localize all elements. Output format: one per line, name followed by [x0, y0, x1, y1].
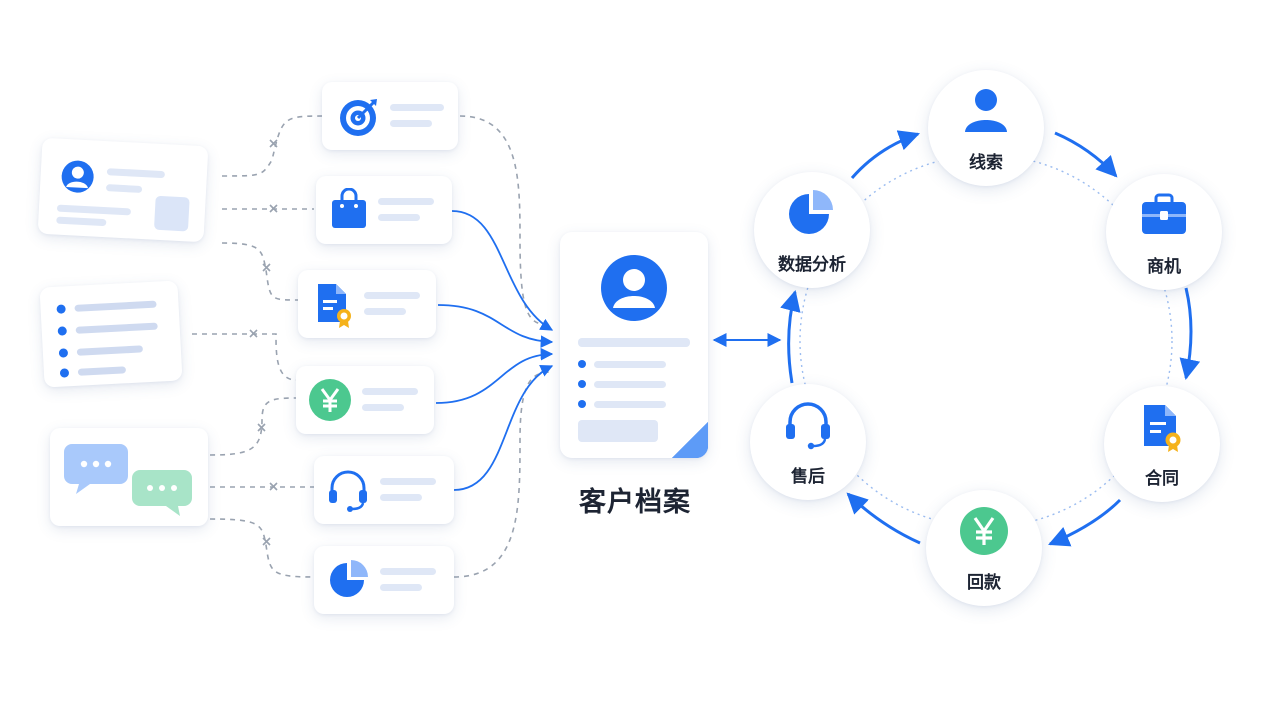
node-label: 线索: [969, 153, 1003, 173]
module-card-payment: [296, 366, 434, 434]
module-card-target: [322, 82, 458, 150]
source-card-chat: [50, 428, 208, 526]
chat-bubble-blue-icon: [64, 444, 128, 494]
cycle-node-contract: 合同: [1104, 386, 1220, 502]
user-avatar-icon: [601, 255, 667, 321]
module-card-analytics: [314, 546, 454, 614]
document-footer-block: [578, 420, 658, 442]
shopping-bag-icon: [332, 188, 366, 228]
node-label: 回款: [967, 573, 1001, 593]
contract-document-icon: [1144, 405, 1181, 452]
node-label: 合同: [1145, 469, 1179, 489]
contract-document-icon: [318, 284, 351, 328]
cycle-node-clue: 线索: [928, 70, 1044, 186]
node-label: 售后: [791, 467, 825, 487]
chat-bubble-green-icon: [132, 470, 192, 516]
photo-placeholder: [153, 195, 190, 232]
module-card-bag: [316, 176, 452, 244]
page-curl-icon: [672, 422, 708, 458]
headset-icon: [786, 402, 830, 450]
cycle-node-payment: 回款: [926, 490, 1042, 606]
dashed-source-lines: [192, 115, 553, 578]
customer-profile-document: [560, 232, 708, 458]
source-card-list: [39, 280, 183, 388]
solid-module-lines: [435, 210, 554, 491]
yuan-icon: [960, 507, 1008, 555]
headset-icon: [329, 470, 367, 512]
user-avatar-icon: [61, 160, 94, 193]
cycle-node-after-sales: 售后: [750, 384, 866, 500]
module-card-contract: [298, 270, 436, 338]
pie-chart-icon: [330, 560, 368, 597]
blocked-marks: [249, 139, 278, 546]
cycle-node-analytics: 数据分析: [754, 172, 870, 288]
cycle-node-opportunity: 商机: [1106, 174, 1222, 290]
person-icon: [965, 89, 1007, 132]
center-title: 客户档案: [579, 487, 691, 518]
briefcase-icon: [1142, 193, 1186, 234]
cycle-arrows: [780, 130, 1201, 547]
source-card-profile: [37, 137, 209, 243]
yuan-icon: [309, 379, 351, 421]
target-icon: [340, 99, 377, 136]
pie-chart-icon: [789, 190, 833, 234]
module-card-service: [314, 456, 454, 524]
node-label: 数据分析: [778, 255, 846, 275]
node-label: 商机: [1147, 257, 1181, 277]
